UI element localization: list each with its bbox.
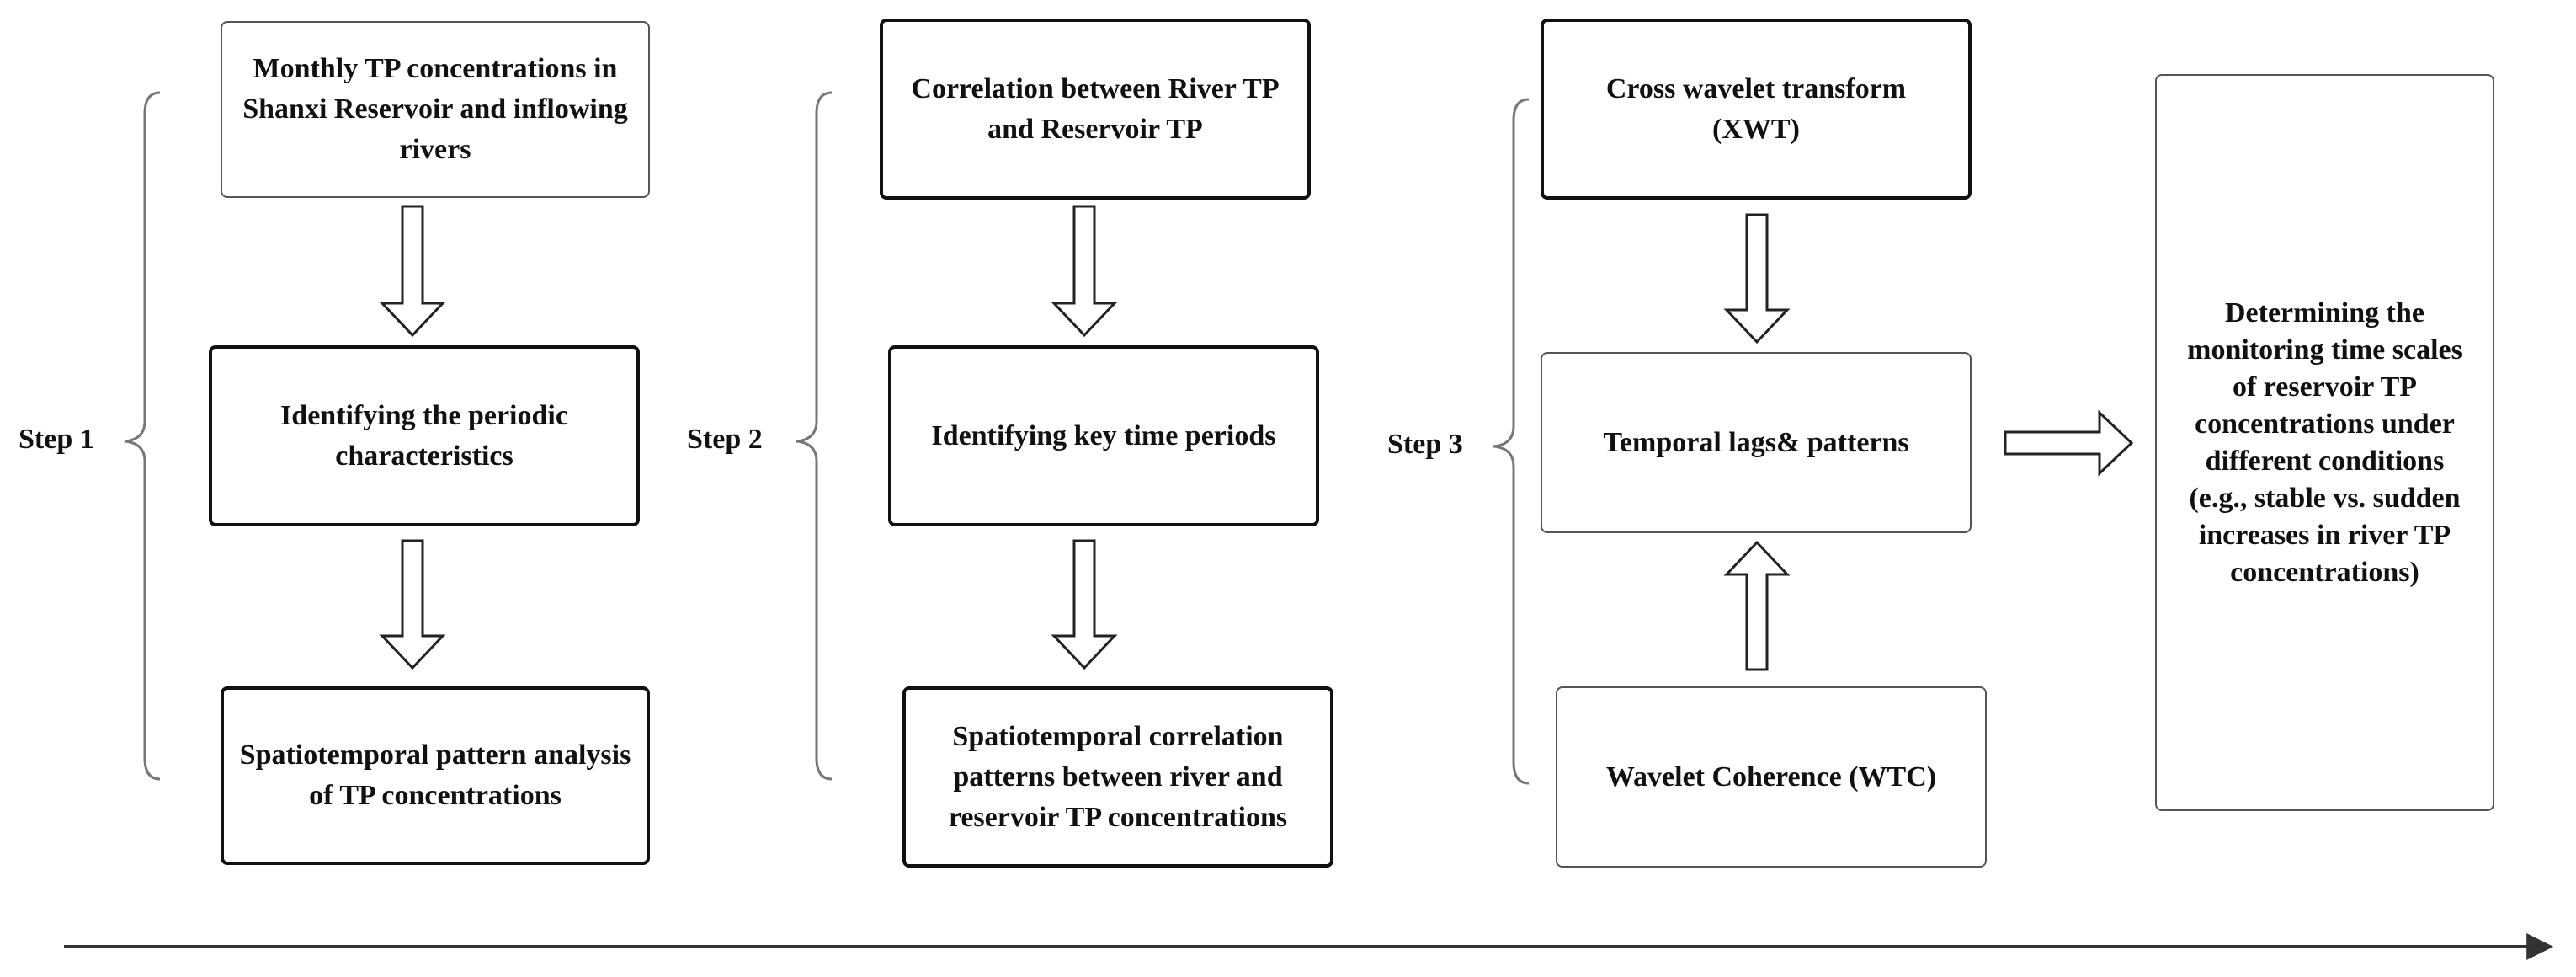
spatiotemporal-correlation-box: Spatiotemporal correlation patterns betw… (902, 686, 1333, 868)
final-outcome-text: Determining the monitoring time scales o… (2187, 296, 2462, 588)
up-arrow-3 (1723, 540, 1791, 671)
monthly-tp-text: Monthly TP concentrations in Shanxi Rese… (242, 53, 628, 165)
temporal-lags-box: Temporal lags& patterns (1541, 352, 1972, 533)
monthly-tp-box: Monthly TP concentrations in Shanxi Rese… (221, 21, 650, 198)
step-1-brace (124, 91, 161, 781)
spatiotemporal-pattern-box: Spatiotemporal pattern analysis of TP co… (221, 686, 650, 865)
cross-wavelet-box: Cross wavelet transform (XWT) (1541, 19, 1972, 200)
spatiotemporal-correlation-text: Spatiotemporal correlation patterns betw… (948, 720, 1288, 833)
river-reservoir-correlation-box: Correlation between River TP and Reservo… (880, 19, 1311, 200)
periodic-characteristics-text: Identifying the periodic characteristics (280, 399, 568, 472)
step-3-brace (1493, 98, 1530, 785)
down-arrow-3 (1723, 213, 1791, 344)
down-arrow-2b (1051, 539, 1118, 670)
wavelet-coherence-box: Wavelet Coherence (WTC) (1556, 686, 1987, 868)
spatiotemporal-pattern-text: Spatiotemporal pattern analysis of TP co… (239, 739, 631, 811)
down-arrow-1b (379, 539, 446, 670)
key-time-periods-box: Identifying key time periods (888, 345, 1319, 526)
right-arrow (2004, 409, 2134, 477)
final-outcome-box: Determining the monitoring time scales o… (2155, 74, 2494, 811)
periodic-characteristics-box: Identifying the periodic characteristics (209, 345, 640, 526)
step-2-label: Step 2 (687, 424, 763, 455)
down-arrow-2a (1051, 205, 1118, 338)
key-time-periods-text: Identifying key time periods (931, 419, 1276, 451)
step-3-label: Step 3 (1387, 429, 1463, 460)
river-reservoir-correlation-text: Correlation between River TP and Reservo… (911, 72, 1280, 145)
temporal-lags-text: Temporal lags& patterns (1603, 426, 1909, 458)
step-1-label: Step 1 (19, 424, 94, 455)
down-arrow-1a (379, 205, 446, 338)
wavelet-coherence-text: Wavelet Coherence (WTC) (1605, 761, 1937, 793)
cross-wavelet-text: Cross wavelet transform (XWT) (1605, 72, 1907, 145)
step-2-brace (796, 91, 833, 781)
